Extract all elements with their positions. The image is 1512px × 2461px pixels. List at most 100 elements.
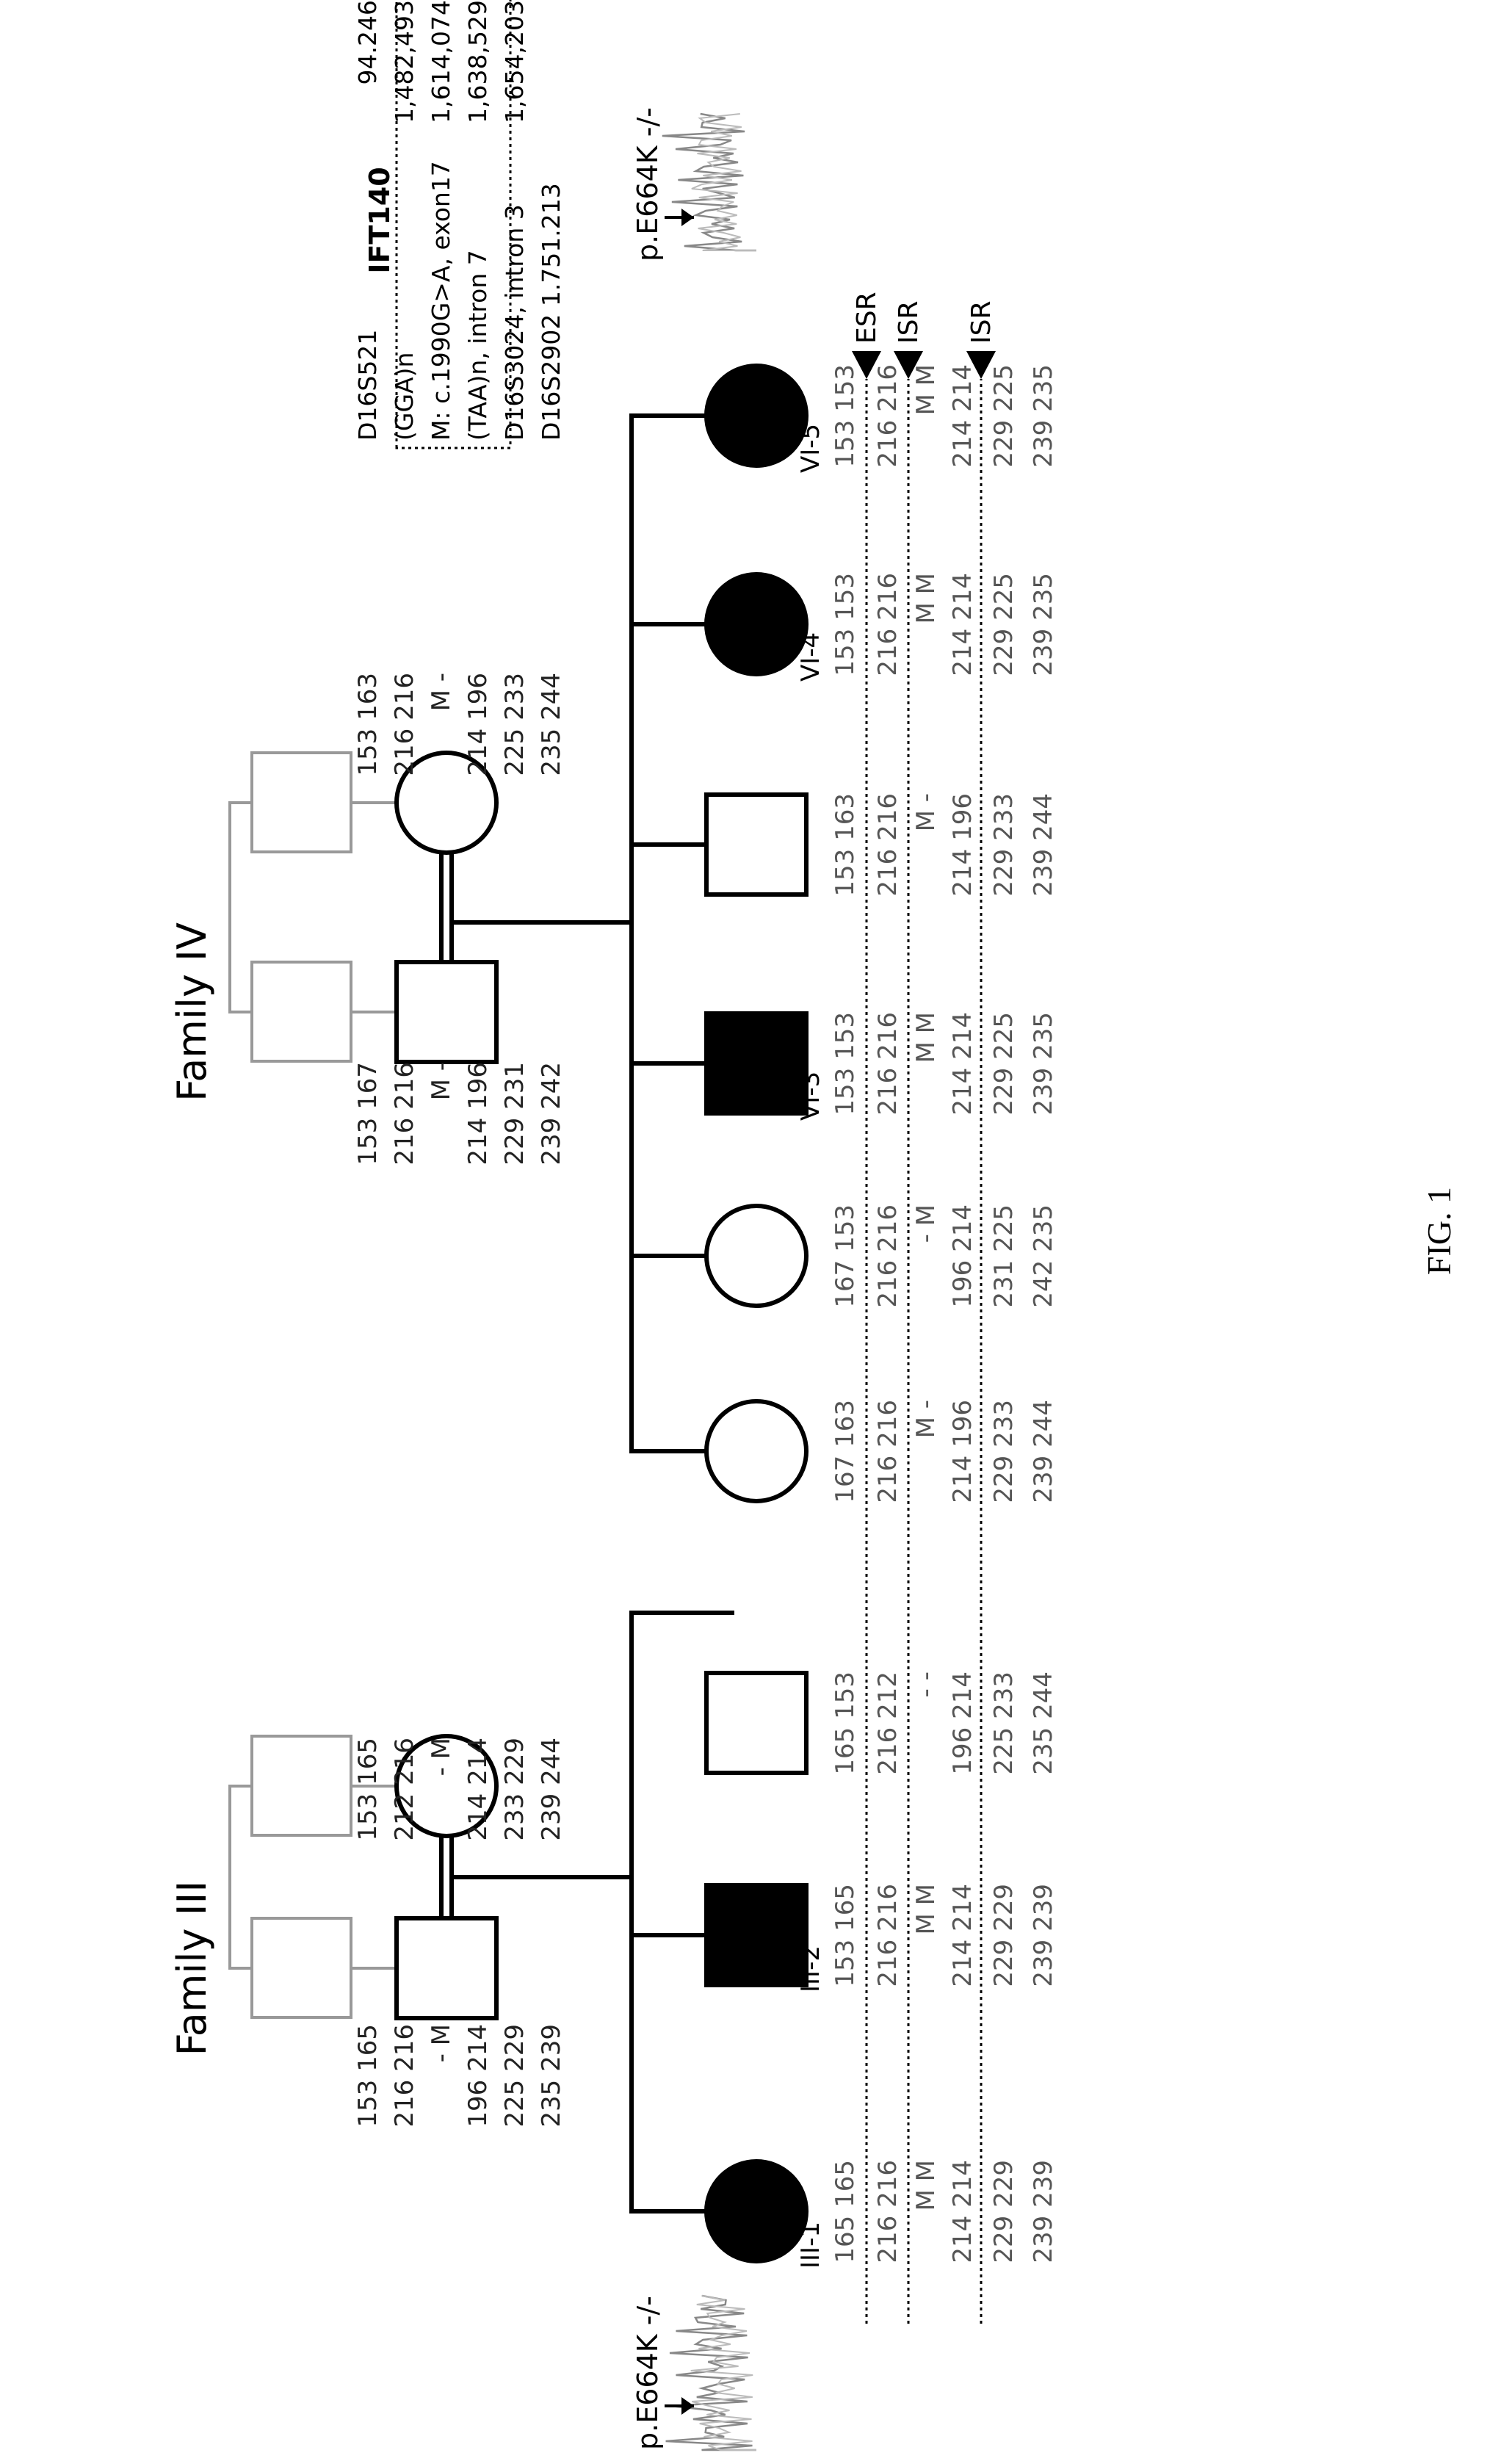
child-iv-2-haplotype-row: 242 235 bbox=[1029, 1204, 1058, 1308]
child-iv-1-haplotype-row: 216 216 bbox=[873, 1400, 903, 1503]
child-vi-5-haplotype-row: 239 235 bbox=[1029, 364, 1058, 468]
child-iv-1-haplotype-row: 167 163 bbox=[831, 1400, 860, 1503]
child-iii-2-label: III-2 bbox=[796, 1945, 825, 1992]
family-3-title: Family III bbox=[169, 1881, 215, 2056]
child-vi-4-haplotype-row: 153 153 bbox=[831, 573, 860, 676]
child-iii-1-haplotype-row: M M bbox=[911, 2160, 941, 2211]
child-iii-2-haplotype-row: M M bbox=[911, 1884, 941, 1934]
child-vi-3-haplotype-row: 214 214 bbox=[948, 1012, 977, 1116]
family-4-mother-haplotype-row: 153 163 bbox=[353, 673, 383, 776]
family-4-title: Family IV bbox=[169, 922, 215, 1102]
child-iii-1-haplotype-row: 214 214 bbox=[948, 2160, 977, 2263]
child-iii-2-haplotype-row: 229 229 bbox=[989, 1884, 1019, 1987]
child-iv-4-haplotype-row: 216 216 bbox=[873, 793, 903, 897]
child-iii-3-haplotype-row: 196 214 bbox=[948, 1672, 977, 1775]
family-3-father-haplotype-row: 225 229 bbox=[500, 2024, 529, 2128]
marker-name: M: c.1990G>A, exon17 bbox=[427, 161, 455, 441]
marker-position: 1,638,529 bbox=[463, 0, 492, 123]
parent-haplotypes: 153 165216 216- M196 214225 229235 23915… bbox=[353, 673, 566, 2128]
child-iv-2-haplotype-row: 216 216 bbox=[873, 1204, 903, 1308]
family-3-mother-haplotype-row: - M bbox=[427, 1738, 456, 1776]
family-4-mother-haplotype-row: 225 233 bbox=[500, 673, 529, 776]
grandparent-square bbox=[252, 962, 351, 1061]
child-iv-1-haplotype-row: 229 233 bbox=[989, 1400, 1019, 1503]
child-iii-3-haplotype-row: 235 244 bbox=[1029, 1672, 1058, 1775]
child-vi-3-haplotype-row: M M bbox=[911, 1012, 941, 1063]
child-iv-2-circle bbox=[706, 1206, 806, 1306]
child-vi-5-circle bbox=[706, 366, 806, 466]
marker-name: D16S3024, intron 3 bbox=[500, 204, 529, 441]
family-4-father-haplotype-row: 229 231 bbox=[500, 1062, 529, 1166]
child-iv-2-haplotype-row: 231 225 bbox=[989, 1204, 1019, 1308]
child-vi-4-haplotype-row: M M bbox=[911, 573, 941, 624]
child-iii-1-haplotype-row: 165 165 bbox=[831, 2160, 860, 2263]
child-iv-1-haplotype-row: 239 244 bbox=[1029, 1400, 1058, 1503]
mutation-arrow-head bbox=[681, 209, 694, 226]
child-iv-2-haplotype-row: 167 153 bbox=[831, 1204, 860, 1308]
child-vi-4-circle bbox=[706, 574, 806, 674]
child-vi-3-square bbox=[706, 1013, 806, 1113]
marker-name: D16S2902 1.751.213 bbox=[537, 183, 565, 441]
family-3-father-haplotype-row: 153 165 bbox=[353, 2024, 383, 2128]
family-4-father-haplotype-row: M - bbox=[427, 1062, 456, 1100]
marker-position: 94.246 bbox=[353, 0, 382, 84]
child-iii-2-square bbox=[706, 1885, 806, 1985]
child-vi-5-haplotype-row: 229 225 bbox=[989, 364, 1019, 468]
grandparent-square bbox=[252, 1736, 351, 1835]
child-vi-3-label: VI-3 bbox=[796, 1072, 825, 1121]
child-iii-2-haplotype-row: 216 216 bbox=[873, 1884, 903, 1987]
family-3-mother-haplotype-row: 153 165 bbox=[353, 1738, 383, 1841]
child-iii-3-haplotype-row: 165 153 bbox=[831, 1672, 860, 1775]
child-iii-1-circle bbox=[706, 2161, 806, 2261]
child-iii-1-haplotype-row: 239 239 bbox=[1029, 2160, 1058, 2263]
child-iii-3-haplotype-row: 225 233 bbox=[989, 1672, 1019, 1775]
child-iv-4-haplotype-row: 214 196 bbox=[948, 793, 977, 897]
child-vi-5-haplotype-row: 216 216 bbox=[873, 364, 903, 468]
child-iv-4-square bbox=[706, 795, 806, 895]
family-3-father-haplotype-row: 216 216 bbox=[390, 2024, 419, 2128]
child-vi-5-haplotype-row: 214 214 bbox=[948, 364, 977, 468]
child-iv-2-haplotype-row: 196 214 bbox=[948, 1204, 977, 1308]
family-3-mother-haplotype-row: 233 229 bbox=[500, 1738, 529, 1841]
mutation-label: p.E664K -/- bbox=[632, 2296, 664, 2450]
family-4-mother-haplotype-row: 216 216 bbox=[390, 673, 419, 776]
mutation-label: p.E664K -/- bbox=[632, 107, 664, 261]
marker-name: (TAA)n, intron 7 bbox=[463, 250, 492, 441]
child-vi-4-haplotype-row: 214 214 bbox=[948, 573, 977, 676]
figure-label: FIG. 1 bbox=[1420, 1187, 1458, 1275]
marker-position: 1,482,493 bbox=[390, 0, 419, 123]
child-vi-5-haplotype-row: M M bbox=[911, 364, 941, 415]
child-iv-4-haplotype-row: 239 244 bbox=[1029, 793, 1058, 897]
children-haplotypes: 165 165216 216M M214 214229 229239 23915… bbox=[831, 364, 1058, 2263]
family-4-mother-haplotype-row: 235 244 bbox=[537, 673, 566, 776]
child-iv-4-haplotype-row: 153 163 bbox=[831, 793, 860, 897]
child-iii-1-label: III-1 bbox=[796, 2222, 825, 2269]
child-iii-1-haplotype-row: 229 229 bbox=[989, 2160, 1019, 2263]
recombination-label: ESR bbox=[852, 292, 882, 344]
family-3-mother-haplotype-row: 239 244 bbox=[537, 1738, 566, 1841]
father-square-family-3 bbox=[397, 1918, 496, 2018]
grandparent-square bbox=[252, 753, 351, 852]
child-iii-2-haplotype-row: 239 239 bbox=[1029, 1884, 1058, 1987]
family-3-mother-haplotype-row: 214 214 bbox=[463, 1738, 493, 1841]
child-vi-3-haplotype-row: 153 153 bbox=[831, 1012, 860, 1116]
child-vi-4-haplotype-row: 239 235 bbox=[1029, 573, 1058, 676]
father-square-family-4 bbox=[397, 962, 496, 1062]
family-3-father-haplotype-row: 196 214 bbox=[463, 2024, 493, 2128]
family-4-father-haplotype-row: 239 242 bbox=[537, 1062, 566, 1166]
grandparent-square bbox=[252, 1918, 351, 2017]
child-iv-1-haplotype-row: M - bbox=[911, 1400, 941, 1438]
family-3-father-haplotype-row: 235 239 bbox=[537, 2024, 566, 2128]
mutation-arrow-head bbox=[681, 2397, 694, 2415]
rotated-content: III-1III-2VI-3VI-4VI-5 153 165216 216- M… bbox=[169, 0, 1458, 2450]
child-vi-5-haplotype-row: 153 153 bbox=[831, 364, 860, 468]
family-4-mother-haplotype-row: 214 196 bbox=[463, 673, 493, 776]
child-vi-3-haplotype-row: 216 216 bbox=[873, 1012, 903, 1116]
child-iv-4-haplotype-row: M - bbox=[911, 793, 941, 831]
child-iii-2-haplotype-row: 153 165 bbox=[831, 1884, 860, 1987]
marker-name: (GGA)n bbox=[390, 353, 419, 441]
child-vi-5-label: VI-5 bbox=[796, 424, 825, 473]
recombination-label: ISR bbox=[894, 301, 924, 344]
child-iii-3-haplotype-row: - - bbox=[911, 1672, 941, 1697]
